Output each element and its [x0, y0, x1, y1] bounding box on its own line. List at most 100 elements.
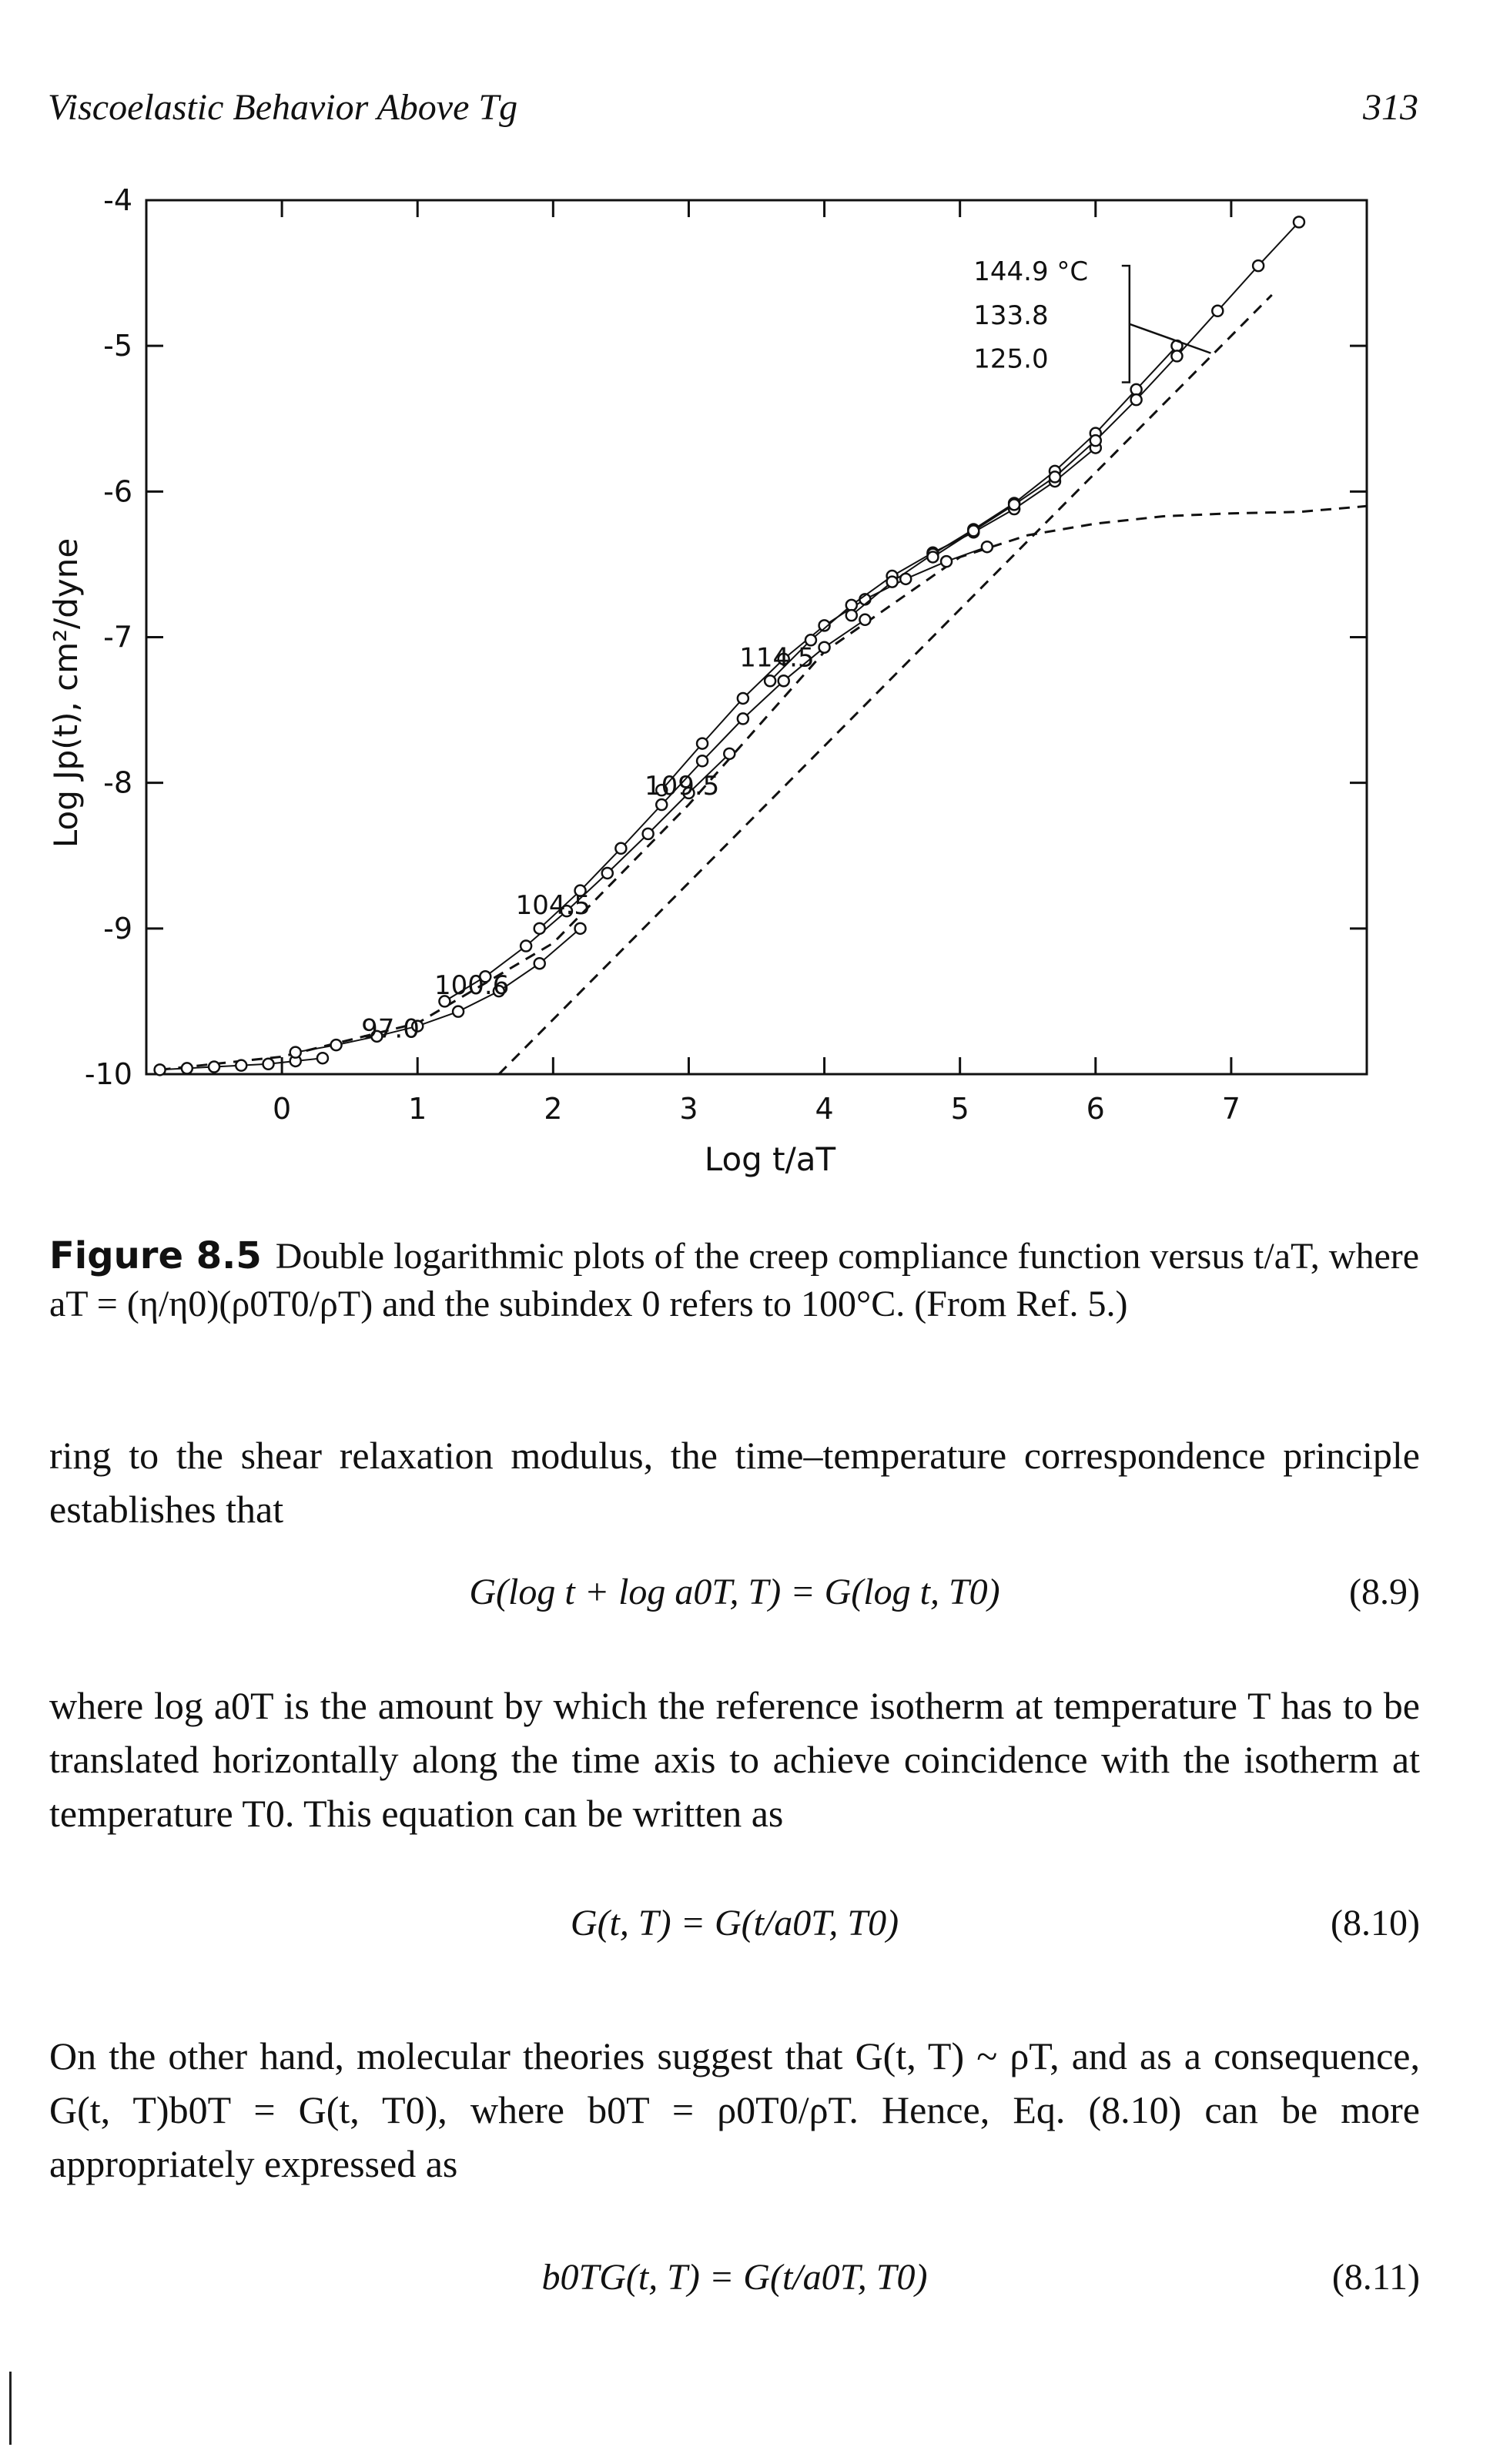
data-point — [330, 1038, 343, 1052]
data-point — [845, 598, 859, 612]
running-head: Viscoelastic Behavior Above Tg — [48, 87, 518, 128]
equation-8-11: b0TG(t, T) = G(t/a0T, T0) (8.11) — [49, 2256, 1420, 2318]
isotherm-line — [295, 928, 581, 1053]
temperature-label: 109.5 — [645, 771, 719, 802]
data-point — [736, 691, 750, 705]
equation-8-10-body: G(t, T) = G(t/a0T, T0) — [570, 1903, 899, 1943]
data-point — [410, 1019, 424, 1033]
x-tick-label: 5 — [951, 1092, 969, 1126]
data-point — [574, 884, 587, 897]
data-point — [886, 575, 899, 588]
data-point — [967, 524, 980, 537]
temperature-label: 125.0 — [973, 344, 1048, 375]
data-point — [479, 970, 492, 983]
data-point — [1251, 259, 1265, 273]
data-point — [153, 1063, 166, 1076]
label-leader-line — [1129, 323, 1211, 354]
y-tick-label: -5 — [103, 329, 132, 363]
data-point — [818, 641, 831, 654]
data-point — [533, 956, 546, 970]
data-point — [1292, 216, 1306, 229]
data-point — [560, 904, 574, 918]
x-tick-label: 4 — [815, 1092, 833, 1126]
temperature-label: 133.8 — [973, 300, 1048, 331]
x-tick-label: 2 — [544, 1092, 562, 1126]
figure-label: Figure 8.5 — [49, 1234, 262, 1277]
x-tick-label: 6 — [1086, 1092, 1105, 1126]
data-point — [736, 712, 750, 725]
data-point — [574, 922, 587, 936]
data-point — [451, 1005, 465, 1018]
data-point — [180, 1062, 194, 1075]
dashed-curve-1 — [497, 293, 1273, 1076]
y-tick-label: -4 — [103, 185, 132, 217]
data-point — [207, 1060, 221, 1073]
data-point — [1130, 383, 1143, 397]
data-point — [438, 995, 451, 1008]
data-point — [1089, 434, 1103, 447]
y-tick-label: -6 — [103, 474, 132, 508]
data-point — [695, 737, 709, 750]
data-point — [289, 1046, 302, 1059]
data-point — [655, 798, 668, 812]
page-number: 313 — [1363, 87, 1418, 128]
paragraph-3: On the other hand, molecular theories su… — [49, 2034, 1420, 2185]
data-point — [804, 634, 818, 647]
data-point — [859, 613, 872, 627]
data-point — [763, 675, 777, 688]
equation-8-10-number: (8.10) — [1331, 1903, 1420, 1943]
data-point — [1007, 498, 1021, 511]
caption-text: Double logarithmic plots of the creep co… — [49, 1236, 1420, 1324]
isotherm-line — [932, 221, 1300, 558]
equation-8-11-number: (8.11) — [1331, 2257, 1420, 2298]
data-point — [262, 1057, 275, 1071]
data-point — [316, 1051, 330, 1065]
x-tick-label: 7 — [1222, 1092, 1241, 1126]
data-point — [614, 842, 628, 855]
data-point — [777, 675, 790, 688]
equation-8-10: G(t, T) = G(t/a0T, T0) (8.10) — [49, 1902, 1420, 1964]
x-axis-label: Log t/aT — [705, 1140, 836, 1178]
data-point — [519, 939, 533, 952]
y-axis-label: Log Jp(t), cm²/dyne — [47, 538, 85, 848]
data-point — [641, 827, 655, 841]
isotherm-line — [851, 345, 1178, 616]
data-point — [723, 747, 736, 761]
data-point — [926, 551, 939, 564]
paragraph-2: where log a0T is the amount by which the… — [49, 1684, 1420, 1835]
data-point — [1170, 350, 1184, 363]
data-point — [980, 540, 994, 554]
temperature-label: 104.5 — [516, 890, 591, 921]
temperature-label: 100.6 — [434, 970, 509, 1001]
isotherm-line — [444, 753, 730, 1003]
margin-rule — [9, 2372, 12, 2445]
data-point — [235, 1059, 248, 1072]
temperature-label: 144.9 °C — [973, 256, 1088, 287]
label-bracket — [1121, 264, 1131, 383]
data-point — [1211, 304, 1224, 318]
data-point — [939, 554, 953, 568]
data-point — [682, 786, 695, 800]
y-tick-label: -8 — [103, 766, 132, 800]
y-tick-label: -9 — [103, 912, 132, 946]
equation-8-11-body: b0TG(t, T) = G(t/a0T, T0) — [541, 2257, 928, 2298]
data-point — [655, 783, 668, 797]
data-point — [1130, 393, 1143, 407]
data-point — [601, 866, 614, 880]
data-point — [899, 572, 912, 586]
dashed-curve-0 — [159, 504, 1368, 1071]
equation-8-9: G(log t + log a0T, T) = G(log t, T0) (8.… — [49, 1571, 1420, 1632]
paragraph-1: ring to the shear relaxation modulus, th… — [49, 1434, 1420, 1531]
data-point — [695, 755, 709, 768]
x-tick-label: 0 — [273, 1092, 291, 1126]
data-point — [818, 619, 831, 632]
temperature-label: 97.0 — [361, 1014, 420, 1045]
equation-8-9-body: G(log t + log a0T, T) = G(log t, T0) — [469, 1572, 1000, 1612]
equation-8-9-number: (8.9) — [1349, 1572, 1420, 1612]
x-tick-label: 3 — [679, 1092, 698, 1126]
data-point — [370, 1029, 383, 1043]
data-point — [1048, 470, 1062, 484]
y-tick-label: -10 — [85, 1057, 132, 1091]
